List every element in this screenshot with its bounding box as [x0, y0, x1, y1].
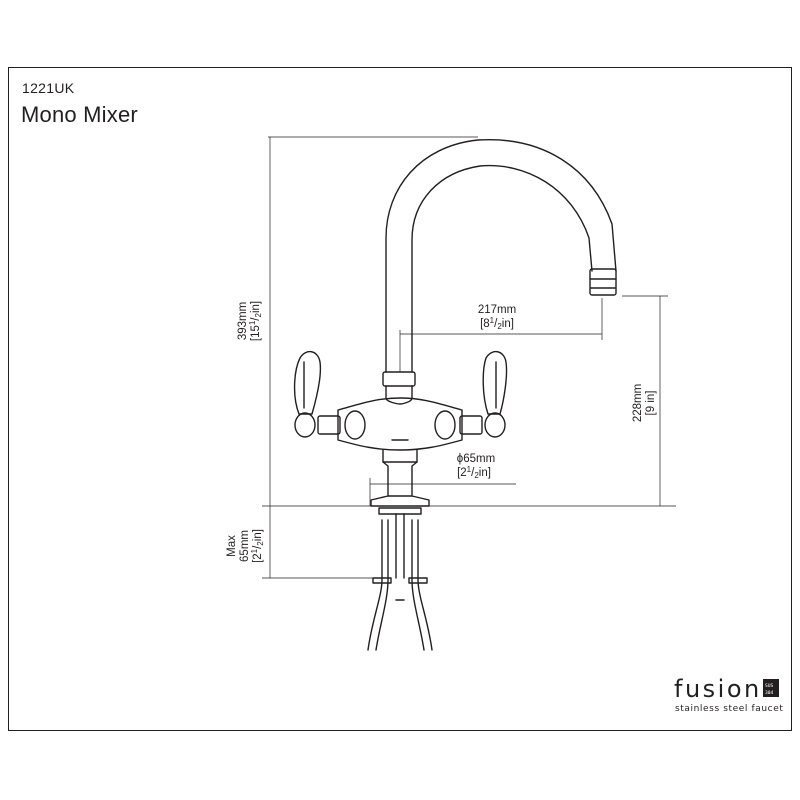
brand-logo: fusion SUS 304 stainless steel faucet [674, 675, 783, 714]
brand-name: fusion [674, 675, 762, 703]
spout-inner [411, 164, 593, 373]
reach-metric-label: 217mm [478, 304, 516, 316]
faucet-illustration [293, 138, 617, 651]
sus304-badge [763, 679, 779, 697]
spout-height-metric-label: 228mm [632, 384, 644, 422]
mounting-plate [378, 507, 422, 515]
product-name: Mono Mixer [21, 102, 138, 127]
dimension-lines [262, 136, 676, 579]
brand-tagline: stainless steel faucet [675, 704, 783, 714]
left-lever-handle [293, 351, 322, 415]
supply-hose-left [367, 519, 383, 651]
spout-collar [382, 371, 416, 387]
deck-metric-label: 65mm [239, 530, 251, 562]
left-valve-knob [344, 410, 366, 440]
drawing-frame [8, 67, 792, 731]
deck-max-label: Max [226, 535, 238, 557]
spout-outer [385, 138, 617, 373]
height-metric-label: 393mm [237, 302, 249, 340]
right-lever-handle [482, 351, 508, 415]
badge-line2: 304 [765, 690, 774, 696]
pedestal [370, 449, 430, 507]
base-diameter-metric-label: ϕ65mm [457, 453, 495, 465]
deck-imperial-label: [21/2in] [250, 529, 265, 563]
aerator [589, 268, 617, 296]
supply-hose-right-inner [417, 519, 433, 651]
supply-hose-right [411, 519, 425, 651]
mixer-body [337, 397, 463, 451]
right-valve-knob [434, 410, 456, 440]
dimension-labels: 393mm [151/2in] 217mm [81/2in] 228mm [9 … [226, 301, 657, 563]
badge-line1: SUS [765, 683, 774, 689]
spout-height-imperial-label: [9 in] [645, 391, 657, 416]
base-diameter-imperial-label: [21/2in] [457, 465, 491, 480]
model-number: 1221UK [22, 80, 75, 96]
height-imperial-label: [151/2in] [248, 301, 263, 341]
supply-hose-left-inner [375, 519, 389, 651]
reach-imperial-label: [81/2in] [480, 316, 514, 331]
